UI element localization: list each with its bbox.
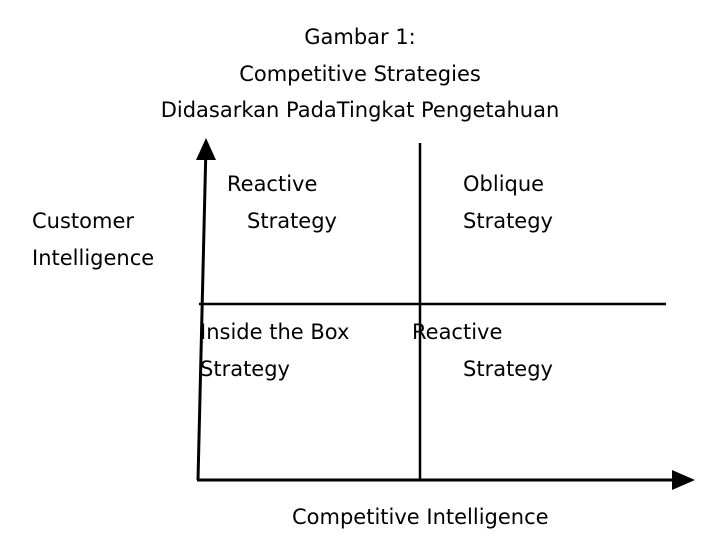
quadrant-label-line1: Oblique: [463, 172, 545, 196]
figure-caption: Gambar 1:: [304, 25, 416, 49]
x-axis-arrowhead: [672, 470, 695, 490]
y-axis-arrowhead: [196, 138, 216, 160]
y-axis-label-line2: Intelligence: [32, 246, 155, 270]
y-axis-line: [196, 144, 208, 481]
figure-subtitle: Didasarkan PadaTingkat Pengetahuan: [160, 98, 560, 122]
quadrant-label-line1: Inside the Box: [200, 320, 350, 344]
quadrant-label-line2: Strategy: [200, 357, 290, 381]
y-axis-label-line1: Customer: [32, 209, 135, 233]
quadrant-label-line1: Reactive: [227, 172, 318, 196]
quadrant-label-line1: Reactive: [412, 320, 503, 344]
quadrant-label-line2: Strategy: [463, 357, 553, 381]
figure-title-line: Competitive Strategies: [239, 62, 481, 86]
quadrant-label-line2: Strategy: [247, 209, 337, 233]
quadrant-label-line2: Strategy: [463, 209, 553, 233]
x-axis-label: Competitive Intelligence: [292, 505, 549, 529]
